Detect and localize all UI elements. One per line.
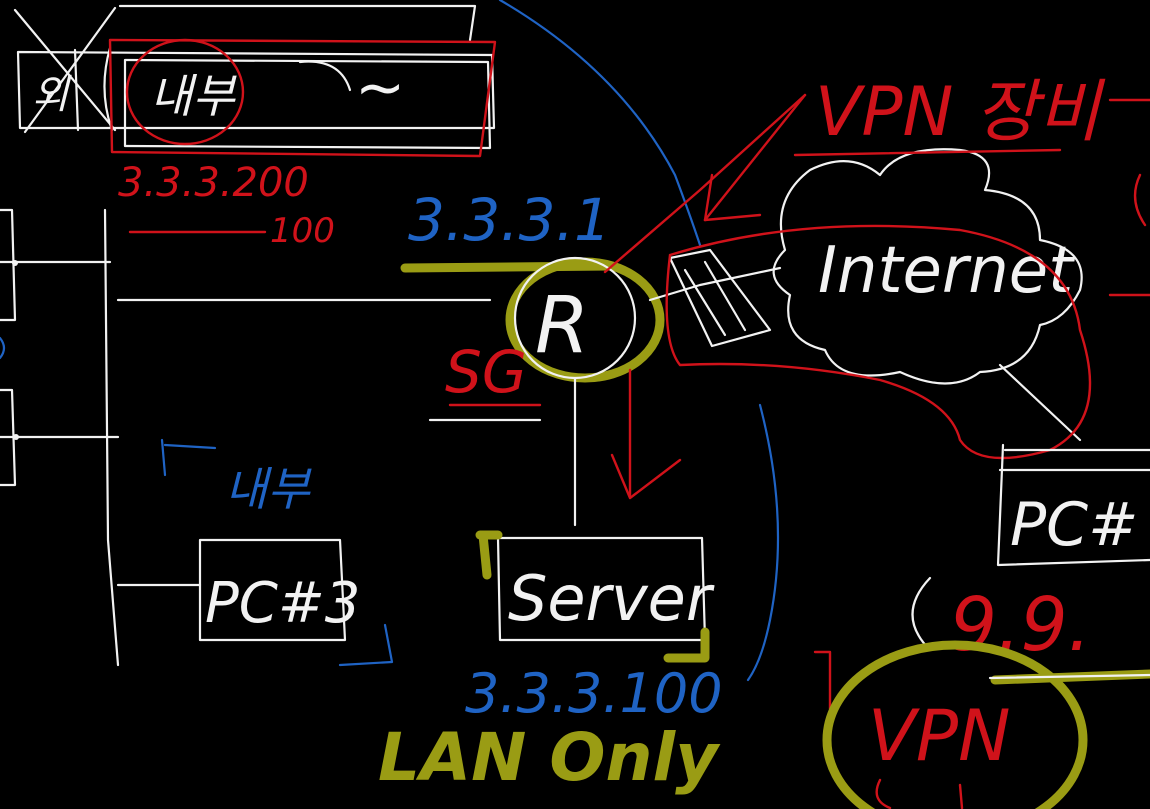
- top-box-mid-label: 내부: [150, 69, 237, 123]
- pc-right-label: PC#: [1010, 490, 1138, 560]
- ip-top-label: 3.3.3.200: [118, 160, 309, 206]
- pc3-node: PC#3: [198, 538, 360, 642]
- router-node: R: [400, 256, 665, 527]
- inner-label: 내부: [225, 462, 312, 516]
- router-label: R: [535, 281, 589, 371]
- vpn-client-node: VPN: [813, 640, 1150, 809]
- lan-only-label: LAN Only: [378, 719, 721, 796]
- vpn-top-label: VPN 장비: [815, 73, 1106, 152]
- server-node: Server: [475, 530, 715, 663]
- ip-server-label: 3.3.3.100: [465, 662, 723, 725]
- vpn-box-label: VPN: [868, 695, 1010, 777]
- top-box-wave: ~: [355, 53, 405, 123]
- sg-label: SG: [445, 338, 527, 406]
- pc-right-node: PC#: [996, 443, 1150, 567]
- top-address-box: 외 내부 ~: [13, 4, 497, 158]
- lan-bus: [0, 208, 492, 667]
- ip-top-small-label: 100: [270, 211, 335, 251]
- ip-router-label: 3.3.3.1: [408, 186, 611, 254]
- internet-label: Internet: [818, 234, 1076, 308]
- top-box-left-label: 외: [32, 72, 72, 118]
- pc3-label: PC#3: [205, 571, 360, 636]
- internet-cloud: Internet: [772, 148, 1083, 442]
- server-label: Server: [508, 562, 715, 635]
